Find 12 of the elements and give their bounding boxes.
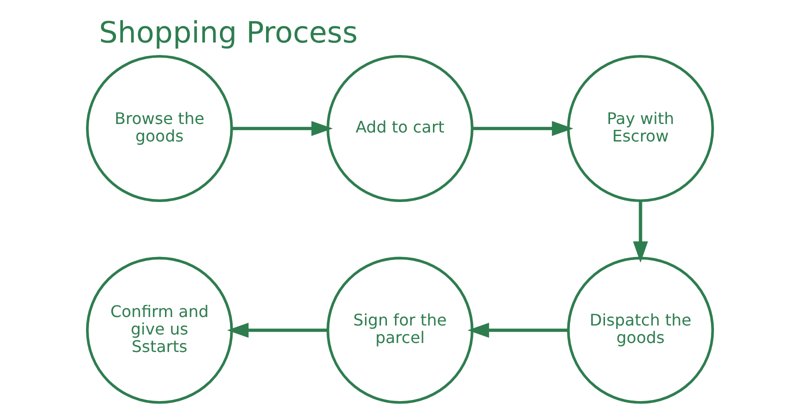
node-circle: Confirm and give us Sstarts [86,256,233,404]
diagram-title: Shopping Process [98,15,358,50]
node-circle: Browse the goods [86,55,233,202]
node-circle: Add to cart [326,55,474,202]
arrow [468,322,568,338]
arrow [472,121,574,136]
node-circle: Pay with Escrow [567,55,714,202]
node-circle: Dispatch the goods [567,256,714,404]
node-circle: Sign for the parcel [326,256,474,404]
arrow [227,322,328,338]
arrow [232,121,333,136]
arrow [633,200,648,263]
